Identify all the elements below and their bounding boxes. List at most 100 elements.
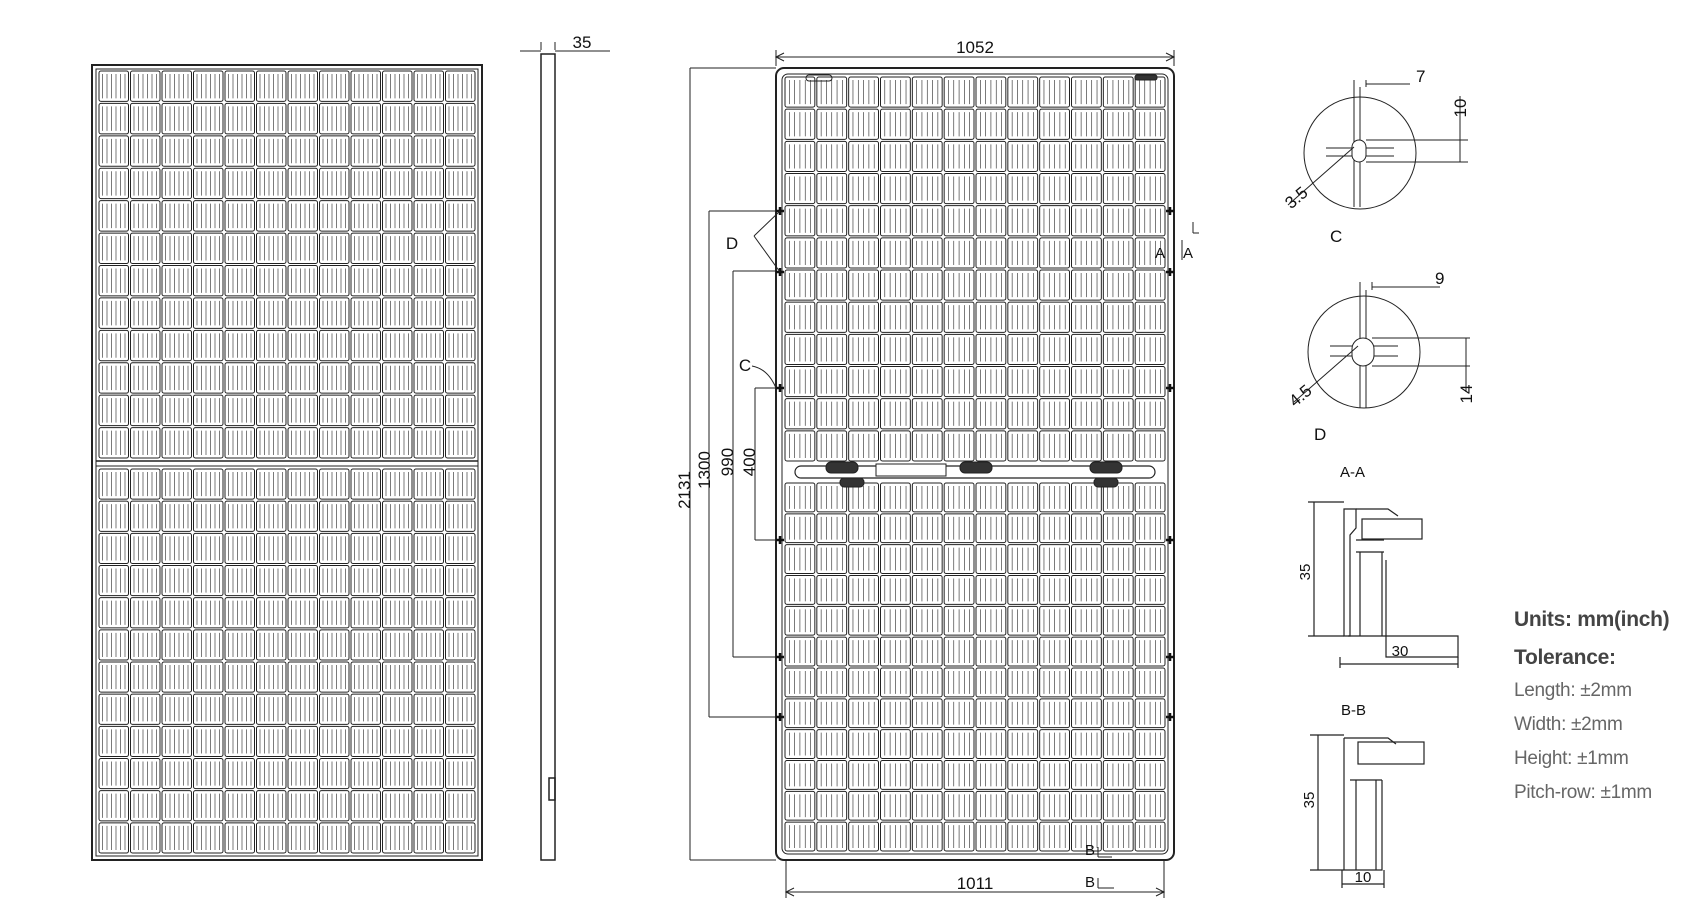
- solar-cell: [319, 200, 350, 232]
- solar-cell: [256, 468, 287, 500]
- mount-hole-marker: [776, 653, 784, 661]
- solar-cell: [1007, 575, 1039, 605]
- solar-cell: [784, 729, 816, 760]
- solar-cell: [784, 821, 816, 852]
- solar-cell: [911, 333, 943, 366]
- detail-d-slot-height: 14: [1457, 385, 1476, 404]
- solar-cell: [382, 758, 413, 790]
- solar-cell: [1134, 513, 1166, 544]
- solar-cell: [256, 135, 287, 167]
- solar-cell: [256, 597, 287, 629]
- solar-cell: [130, 297, 161, 329]
- solar-cell: [1071, 760, 1102, 790]
- solar-cell: [382, 200, 413, 232]
- solar-cell: [784, 430, 816, 462]
- solar-cell: [1039, 605, 1070, 636]
- solar-cell: [784, 605, 816, 636]
- solar-cell: [911, 430, 943, 462]
- solar-cell: [382, 790, 413, 822]
- solar-cell: [193, 629, 224, 661]
- solar-cell: [1134, 729, 1166, 760]
- solar-cell: [880, 482, 911, 513]
- solar-cell: [445, 102, 476, 135]
- solar-cell: [224, 693, 255, 725]
- solar-cell: [382, 135, 413, 167]
- solar-cell: [848, 821, 880, 852]
- solar-cell: [98, 661, 129, 693]
- solar-cell: [193, 693, 224, 725]
- solar-cell: [848, 173, 880, 205]
- solar-cell: [413, 135, 444, 167]
- solar-cell: [130, 427, 161, 459]
- solar-cell: [256, 102, 287, 135]
- mount-hole-marker: [1166, 384, 1174, 392]
- solar-cell: [880, 605, 911, 636]
- solar-cell: [784, 544, 816, 575]
- solar-cell: [975, 269, 1007, 301]
- solar-cell: [445, 362, 476, 394]
- solar-cell: [880, 636, 911, 667]
- solar-cell: [161, 693, 192, 725]
- mount-hole-marker: [1166, 653, 1174, 661]
- solar-cell: [880, 544, 911, 575]
- tolerance-length: Length: ±2mm: [1514, 680, 1632, 701]
- solar-cell: [287, 394, 318, 427]
- solar-cell: [943, 698, 975, 729]
- solar-cell: [1039, 269, 1070, 301]
- solar-cell: [1134, 482, 1166, 513]
- solar-cell: [975, 366, 1007, 398]
- solar-cell: [319, 565, 350, 597]
- solar-cell: [1102, 366, 1134, 398]
- solar-cell: [784, 398, 816, 430]
- solar-cell: [848, 237, 880, 269]
- solar-cell: [193, 661, 224, 693]
- solar-cell: [287, 102, 318, 135]
- hole-d-label: D: [726, 234, 738, 253]
- solar-cell: [816, 173, 848, 205]
- solar-cell: [224, 167, 255, 200]
- solar-cell: [1102, 667, 1134, 698]
- solar-cell: [130, 200, 161, 232]
- section-bb-height: 35: [1301, 792, 1318, 809]
- solar-cell: [256, 565, 287, 597]
- solar-cell: [319, 70, 350, 102]
- solar-cell: [911, 790, 943, 821]
- solar-cell: [193, 725, 224, 757]
- mount-hole-marker: [1166, 207, 1174, 215]
- solar-cell: [287, 500, 318, 532]
- solar-cell: [350, 790, 381, 822]
- solar-cell: [193, 394, 224, 427]
- solar-cell: [880, 205, 911, 237]
- solar-cell: [445, 265, 476, 297]
- solar-cell: [161, 758, 192, 790]
- tolerance-pitch-row: Pitch-row: ±1mm: [1514, 782, 1652, 803]
- solar-cell: [130, 725, 161, 757]
- solar-cell: [445, 70, 476, 102]
- solar-cell: [413, 394, 444, 427]
- solar-cell: [413, 822, 444, 854]
- solar-cell: [161, 70, 192, 102]
- solar-cell: [413, 102, 444, 135]
- solar-cell: [1071, 398, 1102, 430]
- tolerance-width: Width: ±2mm: [1514, 714, 1623, 735]
- solar-cell: [98, 790, 129, 822]
- solar-cell: [98, 532, 129, 564]
- solar-cell: [445, 297, 476, 329]
- solar-cell: [224, 427, 255, 459]
- solar-cell: [224, 232, 255, 264]
- solar-cell: [161, 297, 192, 329]
- solar-cell: [161, 597, 192, 629]
- solar-cell: [350, 232, 381, 264]
- solar-cell: [1007, 205, 1039, 237]
- solar-cell: [382, 597, 413, 629]
- detail-c-title: C: [1330, 227, 1342, 246]
- solar-cell: [1134, 237, 1166, 269]
- solar-cell: [350, 329, 381, 362]
- solar-cell: [319, 135, 350, 167]
- solar-cell: [784, 366, 816, 398]
- solar-cell: [911, 605, 943, 636]
- solar-cell: [193, 167, 224, 200]
- solar-cell: [161, 532, 192, 564]
- solar-cell: [350, 427, 381, 459]
- solar-cell: [256, 362, 287, 394]
